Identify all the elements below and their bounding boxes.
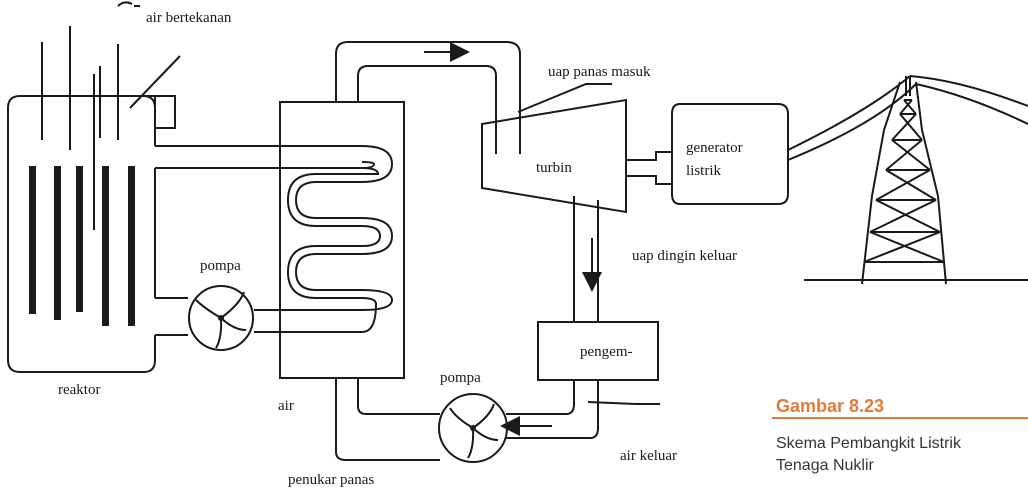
label-turbin: turbin: [536, 160, 572, 176]
cold-steam-pipe: [573, 196, 599, 322]
label-pompa-secondary: pompa: [440, 370, 481, 386]
label-listrik: listrik: [686, 163, 722, 179]
turbine-shaft: [626, 151, 672, 185]
caption-title: Gambar 8.23: [776, 396, 884, 416]
label-air: air: [278, 398, 294, 414]
label-air-keluar: air keluar: [620, 448, 677, 464]
cropped-top-text: [117, 1, 140, 7]
heat-exchanger-coil-inner2: [286, 167, 382, 333]
label-pompa-primary: pompa: [200, 258, 241, 274]
secondary-steam-pipe: [335, 41, 521, 154]
pump-primary: [188, 285, 254, 351]
caption-line2: Tenaga Nuklir: [776, 457, 875, 474]
label-uap-panas-masuk: uap panas masuk: [548, 64, 651, 80]
label-generator: generator: [686, 140, 743, 156]
pump-secondary: [438, 393, 508, 463]
primary-pipe-cold: [155, 297, 362, 336]
label-air-bertekanan: air bertekanan: [146, 10, 232, 26]
label-pengem: pengem-: [580, 344, 632, 360]
heat-exchanger-coil: [294, 145, 394, 311]
secondary-return-pipe: [335, 378, 599, 461]
label-penukar-panas: penukar panas: [288, 472, 374, 488]
caption-line1: Skema Pembangkit Listrik: [776, 435, 962, 452]
label-uap-dingin-keluar: uap dingin keluar: [632, 248, 737, 264]
power-lines: [787, 75, 1028, 161]
primary-pipe-hot: [155, 145, 362, 169]
generator-box: [671, 103, 789, 205]
control-rods: [41, 26, 119, 230]
heat-exchanger: [279, 101, 405, 379]
reactor-vessel: [154, 95, 176, 129]
reactor-outline: [7, 95, 156, 373]
leader-lines: [129, 55, 660, 405]
transmission-tower: [804, 76, 1028, 285]
label-reaktor: reaktor: [58, 382, 100, 398]
fuel-rods: [29, 166, 135, 326]
turbine-body: [481, 98, 627, 214]
